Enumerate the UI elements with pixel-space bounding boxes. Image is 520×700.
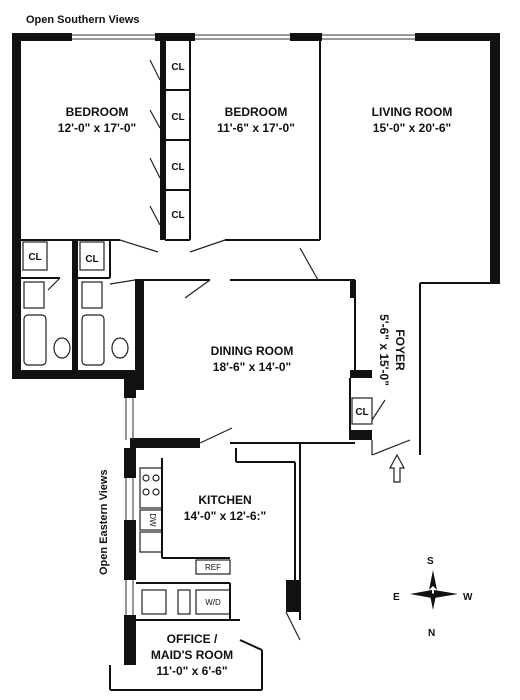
refrigerator-label: REF xyxy=(205,563,221,572)
bedroom2-dims: 11'-6" x 17'-0" xyxy=(217,121,295,135)
closet-label: CL xyxy=(28,252,41,263)
dining-room-dims: 18'-6" x 14'-0" xyxy=(213,360,291,374)
east-wall xyxy=(124,378,136,655)
living-room-dims: 15'-0" x 20'-6" xyxy=(373,121,451,135)
foyer-dims: 5'-6" x 15'-0" xyxy=(377,314,391,386)
closet-label: CL xyxy=(85,254,98,265)
closet-label: CL xyxy=(171,162,184,173)
kitchen-dims: 14'-0" x 12'-6:" xyxy=(184,509,266,523)
closet-label: CL xyxy=(171,210,184,221)
living-room-name: LIVING ROOM xyxy=(372,105,453,119)
office-dims: 11'-0" x 6'-6" xyxy=(156,664,227,678)
compass-e: E xyxy=(393,592,400,603)
compass-rose: S N E W xyxy=(393,556,473,639)
closet-label: CL xyxy=(355,407,368,418)
closet-label: CL xyxy=(171,112,184,123)
bathrooms xyxy=(21,240,136,378)
compass-n: N xyxy=(428,628,435,639)
closet-label: CL xyxy=(171,62,184,73)
dining-room-name: DINING ROOM xyxy=(211,344,294,358)
office-name-line2: MAID'S ROOM xyxy=(151,648,233,662)
bedroom1-name: BEDROOM xyxy=(66,105,129,119)
left-wall xyxy=(12,33,21,378)
office-name-line1: OFFICE / xyxy=(167,632,218,646)
living-right-wall xyxy=(490,33,500,283)
bedroom1-dims: 12'-0" x 17'-0" xyxy=(58,121,136,135)
kitchen-name: KITCHEN xyxy=(198,493,251,507)
bedroom2-name: BEDROOM xyxy=(225,105,288,119)
entry-arrow xyxy=(388,453,406,483)
kitchen-fixtures xyxy=(136,443,301,641)
compass-w: W xyxy=(463,592,473,603)
top-wall xyxy=(12,33,500,41)
dishwasher-label: DW xyxy=(148,513,157,527)
washer-dryer-label: W/D xyxy=(205,598,221,607)
eastern-views-label: Open Eastern Views xyxy=(98,469,110,575)
foyer-name: FOYER xyxy=(393,329,407,371)
closet-column xyxy=(149,40,191,241)
compass-s: S xyxy=(427,556,434,567)
southern-views-label: Open Southern Views xyxy=(26,14,140,26)
